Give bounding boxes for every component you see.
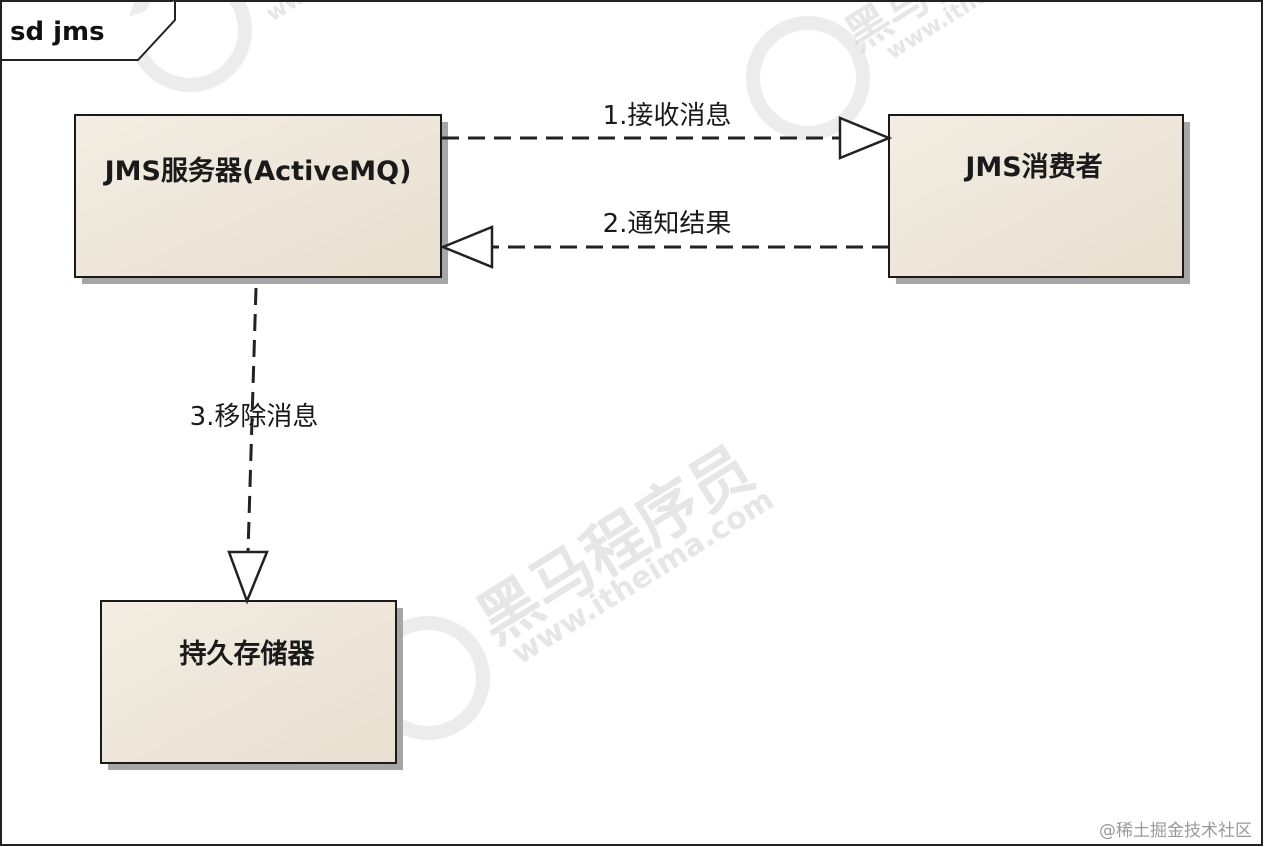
frame-label: sd jms <box>10 17 105 47</box>
node-label: 持久存储器 <box>180 639 316 670</box>
node-box <box>888 114 1184 278</box>
node-box <box>100 600 397 764</box>
watermark-logo-icon <box>746 16 870 140</box>
watermark-site: www.itheima.com <box>262 0 463 27</box>
node-persistent-storage: 持久存储器 <box>100 600 403 770</box>
source-credit: @稀土掘金技术社区 <box>1099 821 1252 841</box>
message-line <box>246 287 258 553</box>
message-label: 1.接收消息 <box>603 101 732 131</box>
node-jms-consumer: JMS消费者 <box>888 114 1190 284</box>
message-label: 3.移除消息 <box>190 402 319 432</box>
open-arrowhead-icon <box>439 225 494 269</box>
node-box <box>74 114 442 278</box>
node-jms-server: JMS服务器(ActiveMQ) <box>74 114 448 284</box>
frame-tab <box>1 1 176 61</box>
open-arrowhead-icon <box>838 116 893 160</box>
message-remove: 3.移除消息 <box>190 287 319 605</box>
open-arrowhead-icon <box>227 550 269 605</box>
node-label: JMS消费者 <box>963 152 1102 183</box>
message-receive: 1.接收消息 <box>442 101 893 160</box>
message-notify: 2.通知结果 <box>439 209 889 269</box>
message-label: 2.通知结果 <box>603 209 732 239</box>
node-label: JMS服务器(ActiveMQ) <box>103 156 412 187</box>
